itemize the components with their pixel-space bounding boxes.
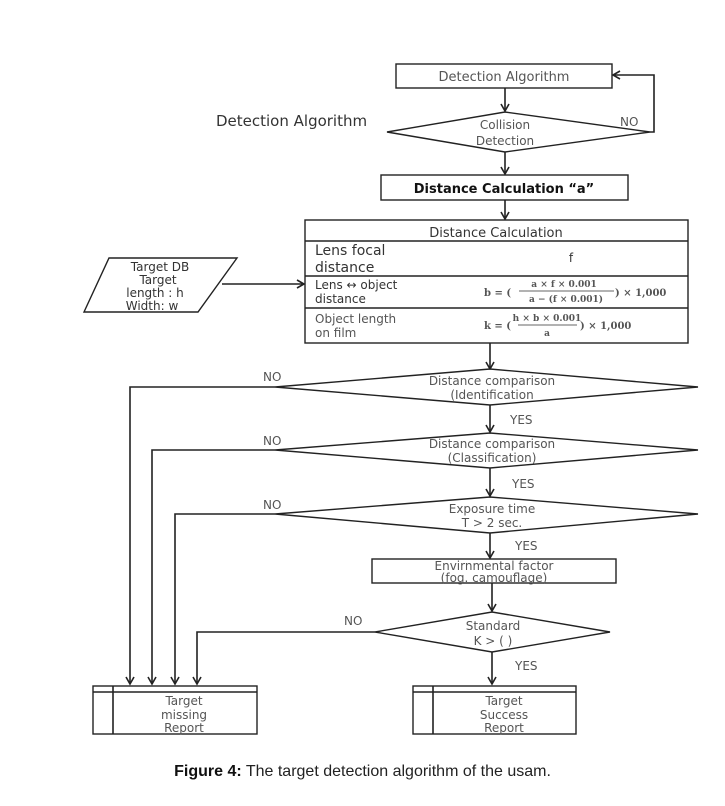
report-line: Target (484, 694, 522, 708)
formula-numerator: h × b × 0.001 (513, 314, 582, 324)
report-line: Target (164, 694, 202, 708)
decision-line-1: Distance comparison (429, 374, 555, 388)
collision-line-2: Detection (476, 134, 534, 148)
row-label-line: Object length (315, 312, 396, 326)
standard-decision: Standard K > ( ) (374, 611, 611, 653)
decision-line-1: Distance comparison (429, 437, 555, 451)
table-row: Lens focal distance f (315, 243, 574, 276)
environmental-factor-node: Envirnmental factor (fog. camouflage) (371, 558, 617, 585)
collision-no-label: NO (620, 115, 638, 129)
yes-label: YES (514, 539, 538, 553)
target-db-line: length : h (126, 286, 184, 300)
classification-decision: Distance comparison (Classification) (274, 432, 699, 469)
no-loop-arrow (611, 70, 655, 133)
distance-calculation-a-node: Distance Calculation “a” (380, 174, 629, 201)
row-label-line: on film (315, 326, 356, 340)
no-label: NO (263, 498, 281, 512)
row-label-line: Lens focal (315, 243, 385, 259)
target-success-report-node: Target Success Report (412, 685, 577, 735)
formula-rhs: ) × 1,000 (615, 288, 666, 299)
decision-line-2: (Identification (450, 388, 533, 402)
target-missing-report-node: Target missing Report (92, 685, 258, 735)
figure-label: Figure 4: (174, 763, 242, 780)
formula-lhs: k = ( (484, 321, 511, 332)
collision-detection-decision: Collision Detection (386, 111, 651, 153)
detection-algorithm-node: Detection Algorithm (395, 63, 613, 89)
target-db-line: Width: w (126, 299, 179, 313)
formula-denominator: a − (f × 0.001) (529, 294, 603, 305)
distance-calculation-table: Distance Calculation Lens focal distance… (304, 219, 689, 344)
target-db-line: Target (138, 273, 176, 287)
report-line: missing (161, 708, 207, 722)
no-arrow-exposure (170, 513, 275, 686)
table-row: Object length on film k = ( h × b × 0.00… (315, 312, 631, 340)
distance-calculation-a-label: Distance Calculation “a” (414, 182, 594, 197)
row-label-line: distance (315, 292, 366, 306)
decision-line-2: T > 2 sec. (461, 516, 523, 530)
collision-line-1: Collision (480, 118, 530, 132)
environment-line-2: (fog. camouflage) (441, 571, 548, 585)
focal-value: f (569, 251, 574, 265)
table-header: Distance Calculation (429, 226, 563, 241)
yes-label: YES (511, 477, 535, 491)
formula-numerator: a × f × 0.001 (531, 280, 597, 290)
report-line: Report (484, 721, 524, 735)
target-db-input: Target DB Target length : h Width: w (82, 257, 239, 313)
report-line: Success (480, 708, 528, 722)
formula-rhs: ) × 1,000 (580, 321, 631, 332)
no-arrow-identification (125, 386, 275, 686)
no-label: NO (263, 434, 281, 448)
no-label: NO (344, 614, 362, 628)
identification-decision: Distance comparison (Identification (274, 368, 699, 406)
figure-caption-text: The target detection algorithm of the us… (241, 763, 551, 780)
decision-line-2: K > ( ) (474, 634, 513, 648)
no-label: NO (263, 370, 281, 384)
yes-label: YES (514, 659, 538, 673)
environment-line-1: Envirnmental factor (435, 559, 554, 573)
report-line: Report (164, 721, 204, 735)
decision-line-1: Standard (466, 619, 521, 633)
decision-line-2: (Classification) (448, 451, 537, 465)
row-label-line: distance (315, 260, 374, 276)
no-arrow-standard (192, 631, 375, 686)
table-row: Lens ↔ object distance b = ( a × f × 0.0… (315, 278, 666, 306)
yes-label: YES (509, 413, 533, 427)
no-arrow-classification (147, 449, 275, 686)
formula-lhs: b = ( (484, 288, 511, 299)
row-label-line: Lens ↔ object (315, 278, 398, 292)
formula-denominator: a (544, 329, 550, 339)
figure-caption: Figure 4: The target detection algorithm… (0, 763, 725, 781)
exposure-time-decision: Exposure time T > 2 sec. (274, 496, 699, 534)
target-db-line: Target DB (130, 260, 189, 274)
detection-algorithm-label: Detection Algorithm (439, 70, 570, 85)
side-label-detection-algorithm: Detection Algorithm (216, 112, 367, 130)
decision-line-1: Exposure time (449, 502, 535, 516)
